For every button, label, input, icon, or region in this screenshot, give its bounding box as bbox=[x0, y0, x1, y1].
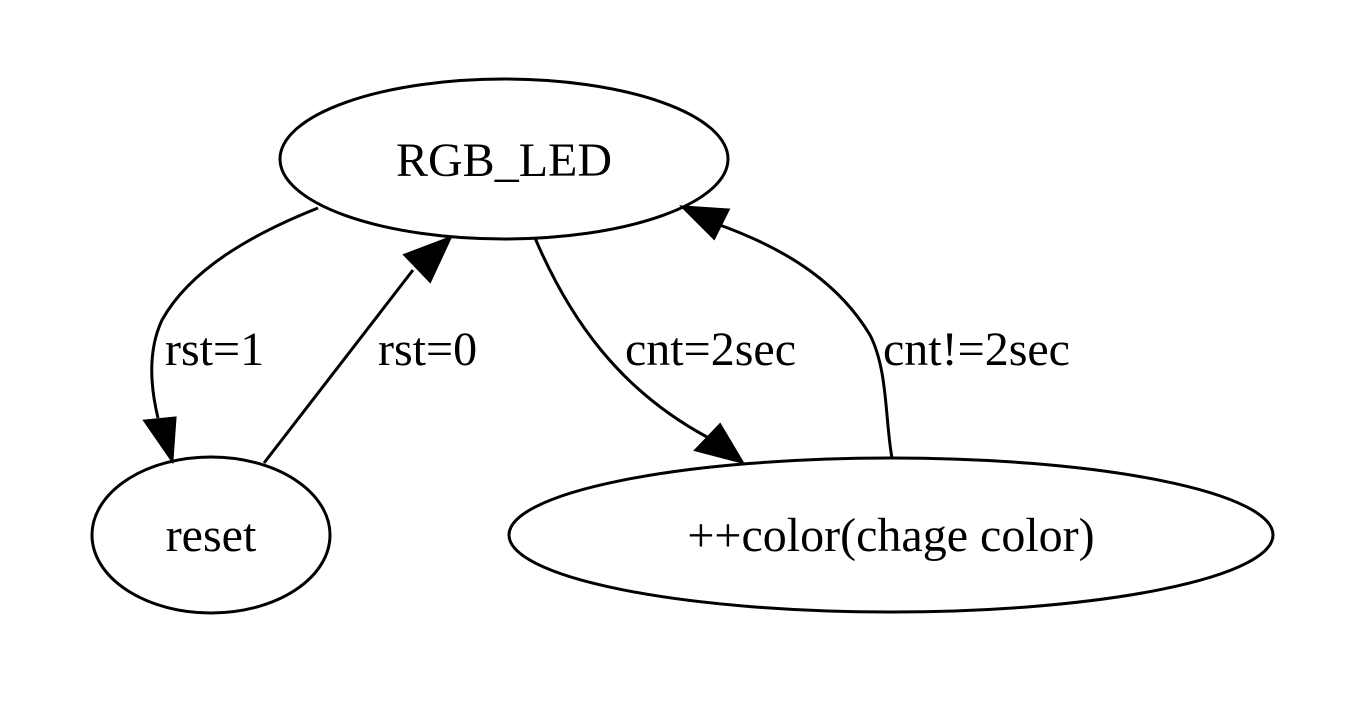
edge-rgb-to-color-line bbox=[533, 237, 708, 439]
node-rgb-led-shape bbox=[278, 77, 730, 241]
edge-color-to-rgb-arrowhead bbox=[679, 205, 731, 241]
edge-rgb-to-reset: rst=1 bbox=[142, 206, 319, 465]
edge-color-to-rgb-label: cnt!=2sec bbox=[883, 323, 1070, 376]
edge-rgb-to-reset-line bbox=[150, 206, 319, 419]
edge-rgb-to-reset-label: rst=1 bbox=[165, 323, 264, 376]
node-reset: reset bbox=[90, 455, 332, 615]
edge-color-to-rgb-line bbox=[716, 222, 894, 459]
edge-reset-to-rgb-line bbox=[262, 269, 415, 464]
node-color: ++color(chage color) bbox=[507, 456, 1275, 614]
edge-rgb-to-color-arrowhead bbox=[693, 422, 746, 465]
node-reset-shape bbox=[90, 455, 332, 615]
edge-rgb-to-reset-arrowhead bbox=[142, 416, 177, 465]
edge-reset-to-rgb: rst=0 bbox=[262, 235, 477, 464]
edge-color-to-rgb: cnt!=2sec bbox=[679, 205, 1070, 459]
node-rgb-led: RGB_LED bbox=[278, 77, 730, 241]
node-reset-label: reset bbox=[166, 509, 257, 562]
node-rgb-led-label: RGB_LED bbox=[396, 134, 612, 187]
edge-reset-to-rgb-arrowhead bbox=[402, 235, 453, 284]
edge-reset-to-rgb-label: rst=0 bbox=[378, 323, 477, 376]
edge-rgb-to-color: cnt=2sec bbox=[533, 237, 796, 465]
node-color-label: ++color(chage color) bbox=[687, 509, 1094, 562]
edge-rgb-to-color-label: cnt=2sec bbox=[625, 323, 796, 376]
